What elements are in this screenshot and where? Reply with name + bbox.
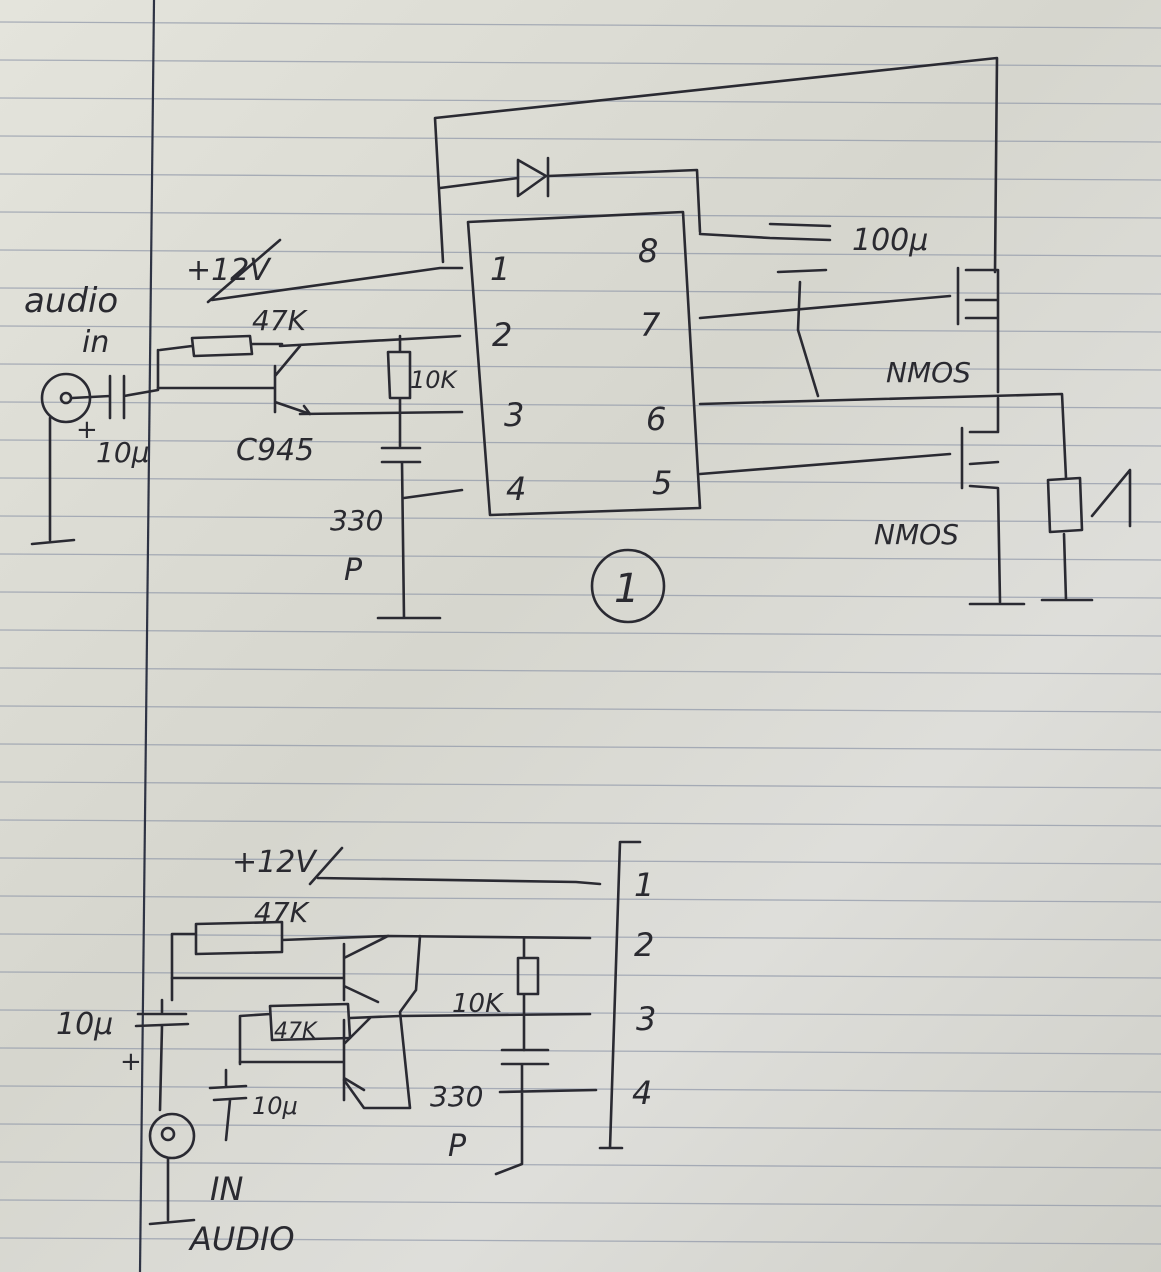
transistor-label: C945 [236,433,314,468]
cap-timing-label-2: 330 [430,1080,483,1113]
input-cap-plus-1: + [76,415,98,445]
resistor-47k-top [170,920,592,1002]
margin-line [138,0,156,1272]
r-bias-label-2: 10K [452,989,504,1019]
pin-4-label: 4 [506,470,526,508]
cap-boot-label: 100μ [852,223,928,258]
audio-jack-2-center [160,1126,176,1142]
cap-in-plus: + [120,1047,142,1077]
r-mid-label: 47K [274,1019,318,1044]
transistor-q2 [238,1016,372,1102]
diode-symbol [516,156,550,198]
supply-label-2: +12V [232,845,318,880]
input-cap-1 [30,348,160,546]
ruled-lines [0,21,1161,1245]
pin-7-label: 7 [640,306,661,344]
supply-wire-2 [308,846,602,886]
pin4-wire [402,488,464,500]
pin-8-label: 8 [638,232,658,270]
audio-label-2: AUDIO [188,1220,295,1258]
pin-1-label-2: 1 [634,866,654,904]
cap-100u-lead [776,268,828,398]
supply-wire-1 [206,238,464,304]
figure-circle [590,548,666,624]
resistor-10k-2 [516,936,540,1052]
nmos-bottom [960,396,1026,606]
cap-timing-unit-2: P [448,1129,467,1164]
supply-label-1: +12V [186,253,272,288]
cap-330p [376,446,442,620]
input-cap-label-1: 10μ [96,436,149,469]
pin-6-label: 6 [646,400,666,438]
feedback-wire [433,56,999,274]
nmos-bottom-label: NMOS [874,518,959,551]
pin-4-label-2: 4 [632,1074,652,1112]
pin-1-label: 1 [490,250,510,288]
cap-in-label: 10μ [56,1007,113,1042]
pin5-wire [698,452,952,476]
in-label-1: in [82,325,109,360]
speaker-icon [1040,468,1132,602]
in-label-2: IN [210,1170,243,1208]
cap-timing-label-1: 330 [330,504,383,537]
cap-330p-2 [494,1048,598,1176]
pin6-wire [698,392,1068,480]
cap-10u-small [208,1068,248,1142]
labels: 1 2 3 4 8 7 6 5 +12V audio in + 10μ 47K … [24,223,971,1258]
nmos-top-label: NMOS [886,356,971,389]
transistor-q1 [170,934,390,1004]
pin-2-label: 2 [492,316,512,354]
pin-5-label: 5 [652,464,672,502]
circuit-1 [30,56,1132,624]
transistor-c945 [156,344,312,416]
pin3-wire [298,410,464,416]
wire-q2 [342,934,422,1110]
nmos-top [956,266,1000,394]
pin-3-label-2: 3 [636,1000,656,1038]
cap-10u-in [134,998,190,1112]
figure-number: 1 [614,566,639,612]
resistor-47k [158,334,284,358]
cap-small-label: 10μ [252,1092,298,1120]
r-top-label: 47K [254,896,311,929]
r-bias-label: 10K [410,366,459,394]
pin-3-label: 3 [504,396,524,434]
pin7-wire [698,294,952,320]
jack-ground-2 [148,1156,196,1226]
cap-100u [698,222,832,242]
audio-label-1: audio [24,281,118,321]
audio-jack-center [59,391,73,405]
r-base-label: 47K [252,304,309,337]
audio-jack-2 [148,1112,196,1160]
ic-edge-2 [598,840,642,1150]
resistor-10k [386,334,412,448]
resistor-47k-mid [238,1002,592,1066]
circuit-2 [134,840,642,1226]
diode-wire [438,168,702,234]
pin-2-label-2: 2 [634,926,654,964]
ic-body-1 [466,210,702,517]
cap-timing-unit-1: P [344,553,363,588]
pin2-wire [278,334,462,348]
